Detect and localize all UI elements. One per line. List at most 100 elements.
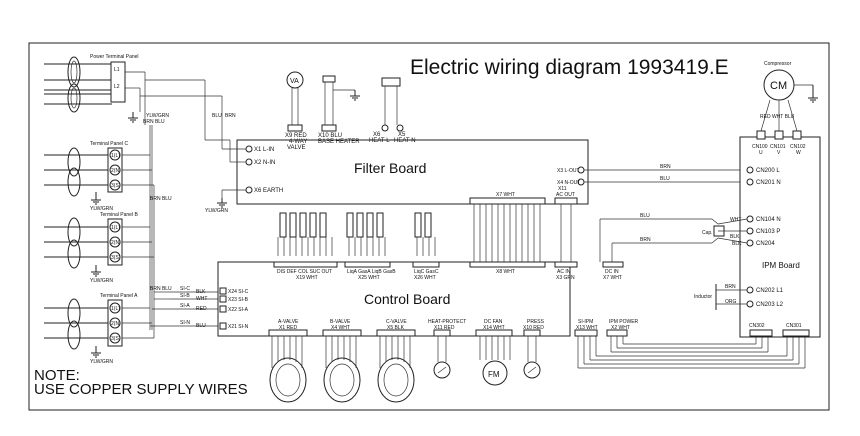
svg-text:BLU: BLU	[640, 213, 650, 219]
wire-yelgrn-1: YLW/GRN	[146, 113, 169, 119]
si-ipm-label: SI-IPM	[578, 319, 593, 325]
x26-connector: X26 WHT	[414, 275, 436, 281]
svg-text:1(L): 1(L)	[111, 306, 120, 312]
cn203-l2: CN203 L2	[756, 302, 784, 308]
svg-text:BLU: BLU	[660, 176, 670, 182]
svg-text:X11 RED: X11 RED	[434, 325, 455, 331]
x7-connector	[469, 197, 546, 205]
svg-text:YLW/GRN: YLW/GRN	[90, 206, 113, 212]
svg-text:ORG: ORG	[725, 299, 737, 305]
panel-a-cables	[44, 298, 108, 350]
four-way-valve-icon	[286, 71, 304, 89]
svg-text:WHT: WHT	[196, 296, 207, 302]
cn104-n: CN104 N	[756, 217, 781, 223]
terminal-panel-a-label: Terminal Panel A	[100, 293, 138, 299]
control-board-label: Control Board	[364, 291, 450, 307]
compressor-symbol: CM	[770, 80, 787, 92]
svg-text:VA: VA	[290, 78, 299, 85]
svg-text:YLW/GRN: YLW/GRN	[205, 208, 228, 214]
svg-text:BRN: BRN	[660, 164, 671, 170]
x10-base-heater: X10 BLU	[318, 133, 342, 139]
terminal-l1: L1	[114, 67, 120, 73]
wire-brn-blu-3: BRN BLU	[150, 286, 172, 292]
a-valve-coil-icon	[268, 329, 308, 403]
sensor-labels-3: LiqC GasC	[414, 269, 439, 275]
dc-fan-label: DC FAN	[484, 319, 503, 325]
filter-board-label: Filter Board	[354, 160, 426, 176]
c-valve-label: C-VALVE	[386, 319, 407, 325]
sensor-labels-2: LiqA GasA LiqB GasB	[347, 269, 396, 275]
x6-earth: X6 EARTH	[254, 188, 283, 194]
svg-text:4-WAY: 4-WAY	[289, 139, 307, 145]
svg-text:BLU: BLU	[196, 323, 206, 329]
b-valve-coil-icon	[322, 329, 362, 403]
x24-si-c: X24 SI-C	[228, 289, 249, 295]
svg-text:BRN: BRN	[640, 237, 651, 243]
svg-text:BLK: BLK	[730, 234, 740, 240]
x11-connector	[554, 197, 578, 205]
ground-icon	[91, 192, 101, 205]
compressor-label: Compressor	[764, 61, 792, 67]
inductor-label: Inductor	[694, 294, 712, 300]
crankcase-heater-icon	[381, 77, 401, 125]
outer-frame	[28, 42, 830, 411]
ac-in-connector: AC IN	[557, 269, 571, 275]
ipm-board-label: IPM Board	[762, 261, 800, 270]
cn302-connector: CN302	[749, 323, 765, 329]
capacitor-icon	[713, 225, 725, 237]
svg-text:WHT: WHT	[730, 217, 741, 223]
svg-text:RED: RED	[196, 306, 207, 312]
ground-icon	[91, 265, 101, 277]
x19-connector: X19 WHT	[296, 275, 318, 281]
dc-fan-motor-icon	[475, 329, 513, 386]
svg-text:X4 WHT: X4 WHT	[331, 325, 350, 331]
power-terminal-panel	[110, 61, 126, 103]
x1-l-in: X1 L-IN	[254, 147, 274, 153]
svg-text:HEAT-L: HEAT-L	[369, 138, 390, 144]
svg-text:3(S): 3(S)	[111, 183, 121, 189]
cn204: CN204	[756, 241, 775, 247]
svg-text:X5 BLK: X5 BLK	[387, 325, 405, 331]
input-wires	[140, 79, 246, 198]
ground-icon	[794, 84, 818, 103]
terminal-panel-b-label: Terminal Panel B	[100, 212, 138, 218]
svg-text:V: V	[777, 150, 781, 156]
cn202-l1: CN202 L1	[756, 288, 784, 294]
x3-l-out: X3 L-OUT	[557, 168, 580, 174]
sensor-probes	[277, 212, 436, 256]
svg-text:BLK: BLK	[732, 241, 742, 247]
filter-board	[236, 139, 589, 205]
svg-text:VALVE: VALVE	[287, 145, 305, 151]
panel-bus-wires	[122, 71, 155, 339]
x9-four-way-valve: X9 RED	[285, 133, 307, 139]
x5-heat-n: X5	[398, 132, 406, 138]
x23-si-b: X23 SI-B	[228, 297, 249, 303]
panel-b-cables	[44, 217, 108, 269]
svg-text:X10 RED: X10 RED	[523, 325, 544, 331]
control-board	[217, 261, 571, 337]
svg-text:HEAT-N: HEAT-N	[394, 138, 416, 144]
svg-text:SI-A: SI-A	[180, 303, 190, 309]
cn101-connector: CN101	[770, 144, 786, 150]
svg-text:BRN: BRN	[225, 113, 236, 119]
svg-text:3(S): 3(S)	[111, 336, 121, 342]
cn201-n: CN201 N	[756, 180, 781, 186]
heat-protect-switch-icon	[433, 329, 451, 379]
wire-brn-blu-2: BRN BLU	[150, 196, 172, 202]
ground-icon	[217, 198, 227, 208]
pressure-switch-icon	[523, 329, 541, 379]
ground-icon	[128, 112, 138, 123]
inductor-icon	[715, 284, 747, 310]
x6-heat-l: X6	[373, 132, 381, 138]
svg-text:YLW/GRN: YLW/GRN	[90, 359, 113, 365]
svg-text:BASE HEATER: BASE HEATER	[318, 139, 360, 145]
fan-motor-symbol: FM	[488, 370, 500, 379]
x25-connector: X25 WHT	[358, 275, 380, 281]
cn301-connector: CN301	[786, 323, 802, 329]
svg-text:YLW/GRN: YLW/GRN	[90, 278, 113, 284]
svg-text:SI-C: SI-C	[180, 286, 190, 292]
svg-text:X1 RED: X1 RED	[279, 325, 297, 331]
svg-text:2(N): 2(N)	[111, 240, 121, 246]
